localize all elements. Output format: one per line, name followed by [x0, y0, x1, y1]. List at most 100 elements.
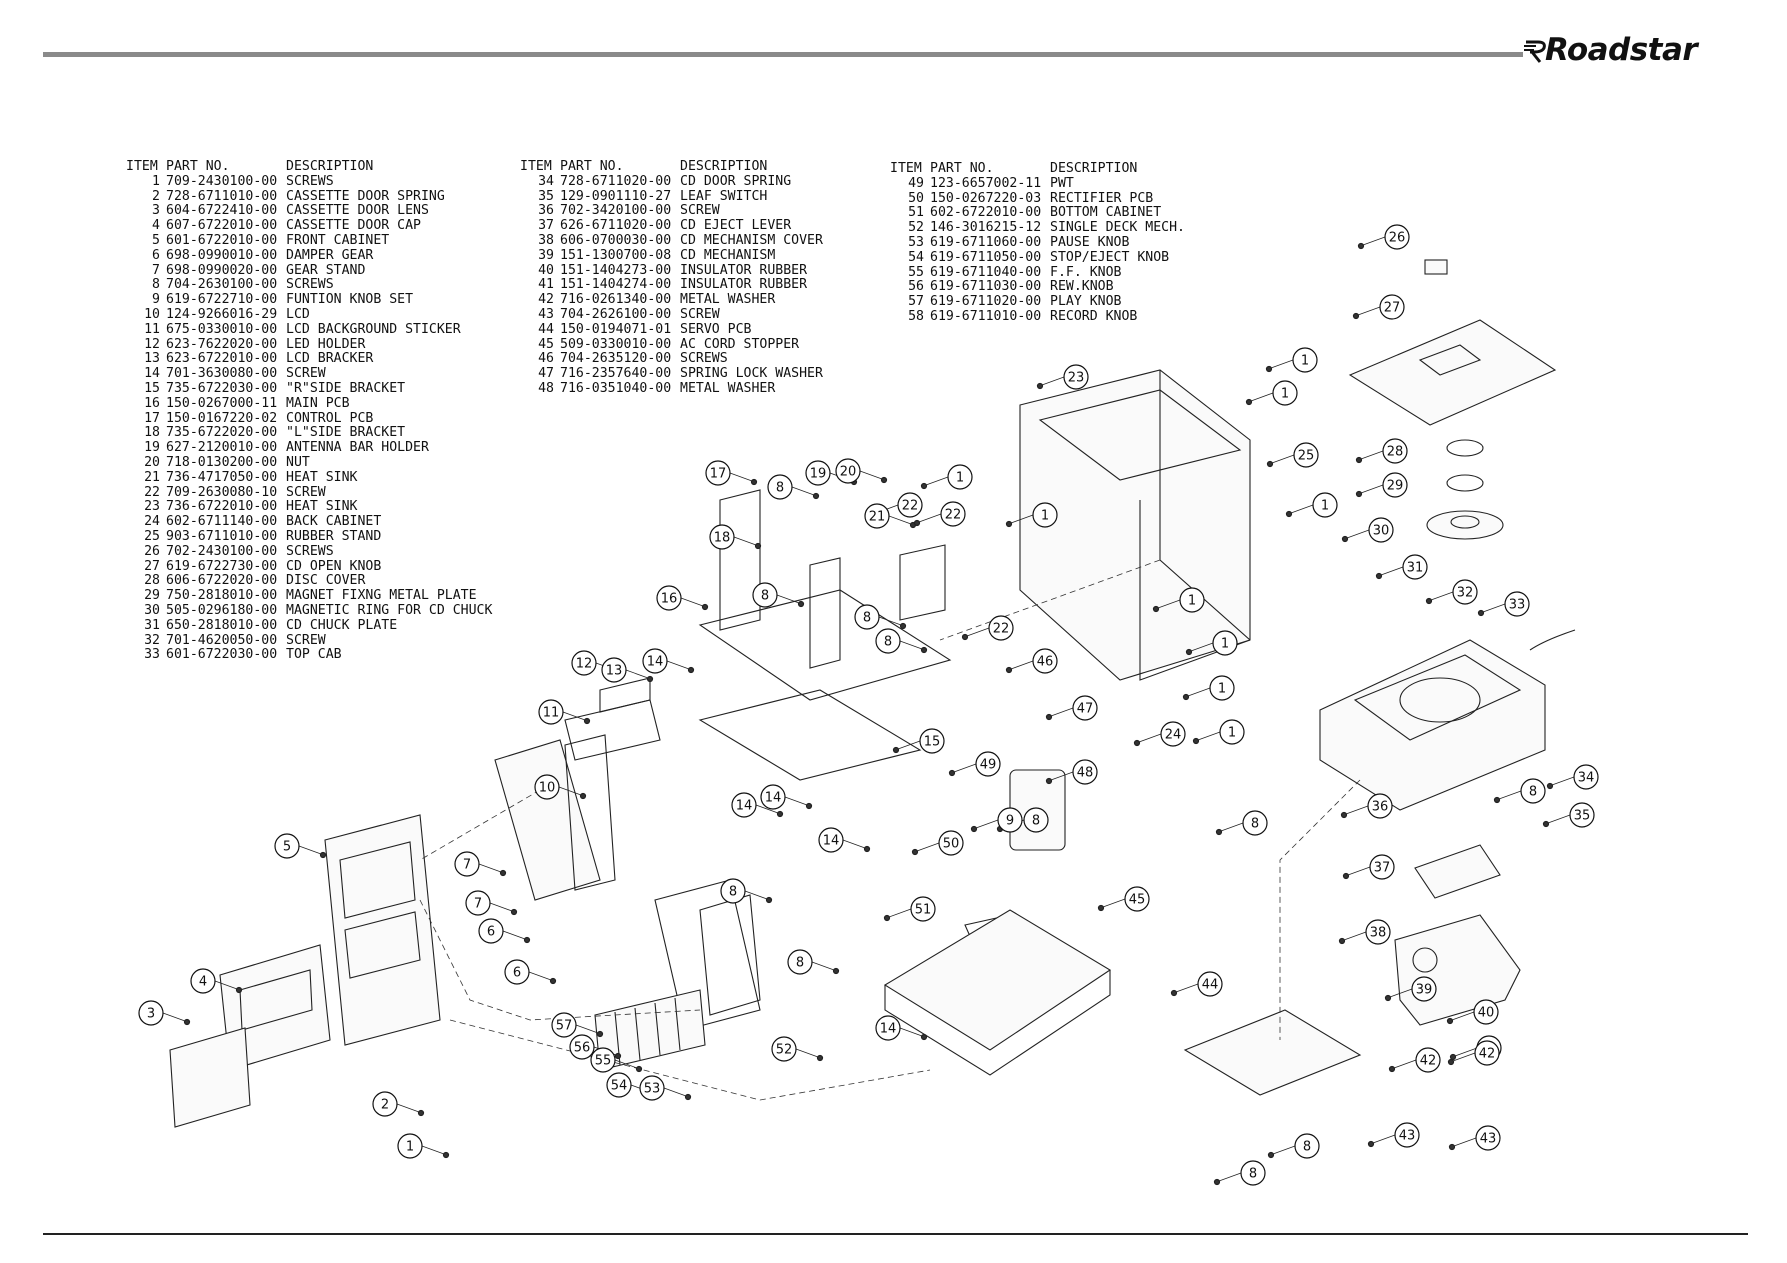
leader-line — [1138, 733, 1162, 743]
leader-line — [784, 796, 808, 806]
leader-line — [1343, 931, 1367, 941]
callout-label: 8 — [1529, 785, 1537, 800]
parts-cell-part-no: 650-2818010-00 — [166, 617, 278, 633]
parts-cell-description: BOTTOM CABINET — [1050, 205, 1162, 221]
parts-cell-description: SCREWS — [680, 351, 728, 367]
parts-cell-description: MAGNET FIXNG METAL PLATE — [286, 588, 477, 604]
callout-1: 1 — [1212, 630, 1238, 656]
callout-13: 13 — [601, 657, 627, 683]
leader-line — [1050, 707, 1074, 717]
column-header-item: ITEM — [890, 161, 922, 176]
leader-line — [811, 961, 835, 971]
callout-circle — [897, 492, 923, 518]
parts-cell-part-no: 146-3016215-12 — [930, 220, 1042, 236]
callout-circle — [1382, 472, 1408, 498]
leader-line — [1197, 731, 1221, 741]
assembly-guide-lines — [419, 559, 1361, 1101]
leader-line — [1551, 776, 1575, 786]
leader-line — [899, 640, 923, 650]
parts-cell-description: PLAY KNOB — [1050, 294, 1122, 310]
fastener-icon — [235, 986, 243, 994]
leader-line — [791, 486, 815, 496]
leader-line — [1452, 1052, 1476, 1062]
callout-circle — [818, 827, 844, 853]
callout-label: 20 — [840, 465, 857, 480]
leader-line — [795, 1048, 819, 1058]
leader-line — [1498, 790, 1522, 800]
callout-circle — [997, 807, 1023, 833]
callout-39: 39 — [1411, 976, 1437, 1002]
parts-cell-description: AC CORD STOPPER — [680, 336, 800, 352]
leader-line — [897, 740, 921, 750]
callout-1: 1 — [1272, 380, 1298, 406]
parts-cell-part-no: 702-3420100-00 — [560, 203, 672, 219]
parts-cell-item: 39 — [538, 247, 554, 263]
callout-14: 14 — [760, 784, 786, 810]
parts-cell-item: 56 — [908, 279, 924, 295]
callout-circle — [1292, 347, 1318, 373]
leader-line — [1453, 1137, 1477, 1147]
callout-1: 1 — [1179, 587, 1205, 613]
parts-cell-item: 25 — [144, 528, 160, 544]
fastener-icon — [1097, 904, 1105, 912]
callout-label: 14 — [880, 1022, 897, 1037]
callout-label: 54 — [611, 1079, 628, 1094]
parts-cell-item: 5 — [152, 232, 160, 248]
parts-cell-item: 52 — [908, 220, 924, 236]
parts-cell-item: 29 — [144, 588, 160, 604]
fastener-icon — [1245, 398, 1253, 406]
fastener-icon — [948, 769, 956, 777]
callout-label: 45 — [1129, 893, 1146, 908]
callout-label: 6 — [513, 966, 521, 981]
callout-label: 35 — [1574, 809, 1591, 824]
callout-label: 22 — [993, 622, 1010, 637]
parts-cell-description: BACK CABINET — [286, 514, 382, 530]
parts-cell-description: CD MECHANISM — [680, 247, 776, 263]
parts-cell-item: 34 — [538, 173, 554, 189]
fastener-icon — [816, 1054, 824, 1062]
fastener-icon — [911, 848, 919, 856]
callout-label: 42 — [1479, 1047, 1496, 1062]
parts-cell-item: 58 — [908, 308, 924, 324]
callout-circle — [1520, 778, 1546, 804]
callout-label: 7 — [474, 897, 482, 912]
parts-cell-item: 43 — [538, 306, 554, 322]
leader-line — [1389, 988, 1413, 998]
parts-cell-item: 32 — [144, 632, 160, 648]
callout-label: 1 — [1228, 726, 1236, 741]
leader-line — [859, 470, 883, 480]
fastener-icon — [510, 908, 518, 916]
callout-circle — [787, 949, 813, 975]
leader-line — [1380, 566, 1404, 576]
parts-cell-part-no: 704-2635120-00 — [560, 351, 672, 367]
parts-cell-description: LED HOLDER — [286, 336, 366, 352]
parts-cell-part-no: 619-6722710-00 — [166, 292, 278, 308]
callout-56: 56 — [569, 1034, 595, 1060]
fastener-icon — [1425, 597, 1433, 605]
fastener-icon — [635, 1065, 643, 1073]
parts-cell-part-no: 619-6711010-00 — [930, 308, 1042, 324]
callout-circle — [1474, 1040, 1500, 1066]
callout-circle — [569, 1034, 595, 1060]
callout-circle — [1294, 1133, 1320, 1159]
callout-circle — [1240, 1160, 1266, 1186]
parts-cell-item: 45 — [538, 336, 554, 352]
parts-cell-item: 11 — [144, 321, 160, 337]
callout-14: 14 — [642, 648, 668, 674]
callout-label: 3 — [147, 1007, 155, 1022]
callout-label: 6 — [487, 925, 495, 940]
parts-cell-part-no: 698-0990020-00 — [166, 262, 278, 278]
callout-32: 32 — [1452, 579, 1478, 605]
fastener-icon — [1357, 242, 1365, 250]
parts-cell-item: 37 — [538, 218, 554, 234]
parts-cell-description: SINGLE DECK MECH. — [1050, 220, 1185, 236]
callout-label: 49 — [980, 758, 997, 773]
parts-cell-part-no: 619-6711060-00 — [930, 234, 1042, 250]
